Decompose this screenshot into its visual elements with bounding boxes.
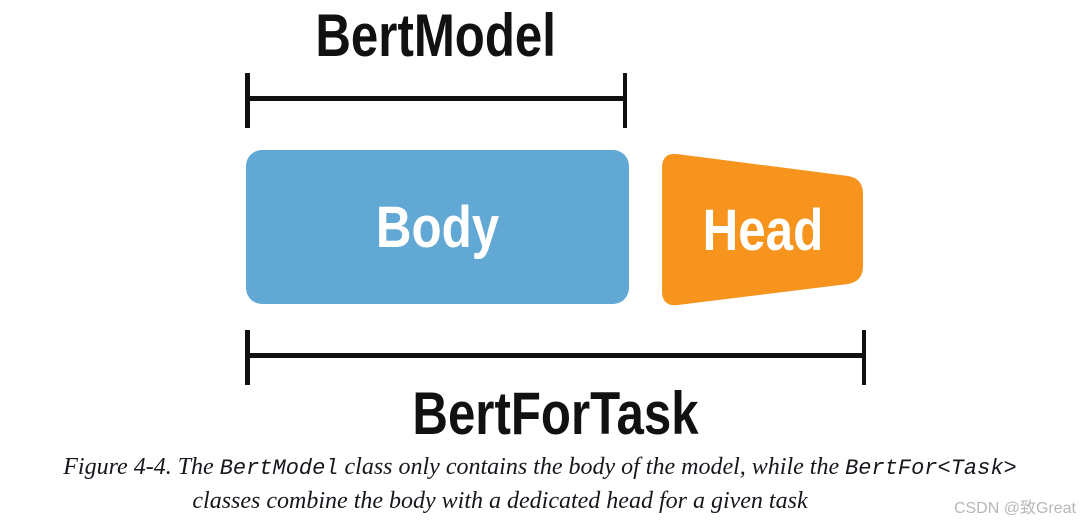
figure-caption: Figure 4-4. The BertModel class only con… xyxy=(0,451,1080,517)
bertfortask-label-text: BertForTask xyxy=(412,379,699,447)
bertmodel-label: BertModel xyxy=(245,2,627,69)
body-box: Body xyxy=(246,150,629,304)
bracket-line xyxy=(247,353,864,358)
bertmodel-span-bracket xyxy=(245,73,627,128)
caption-code-bertfortask: BertFor<Task> xyxy=(845,456,1017,481)
head-shape: Head xyxy=(655,145,870,315)
bracket-tick-right xyxy=(861,330,866,385)
bertfortask-span-bracket xyxy=(245,330,866,385)
bracket-tick-right xyxy=(622,73,627,128)
caption-line-2: classes combine the body with a dedicate… xyxy=(192,488,808,514)
caption-prefix: Figure 4-4. The xyxy=(63,454,220,480)
caption-code-bertmodel: BertModel xyxy=(219,456,339,481)
head-trapezoid-path xyxy=(662,153,863,306)
bracket-tick-left xyxy=(245,330,250,385)
caption-middle: class only contains the body of the mode… xyxy=(338,454,846,480)
head-label-wrap: Head xyxy=(655,145,870,315)
bracket-line xyxy=(247,96,625,101)
csdn-watermark: CSDN @致Great xyxy=(953,500,1076,517)
bertmodel-label-text: BertModel xyxy=(315,1,557,69)
body-box-label: Body xyxy=(375,194,500,260)
bertfortask-label: BertForTask xyxy=(245,380,866,447)
head-trapezoid-svg xyxy=(662,153,863,306)
bracket-tick-left xyxy=(245,73,250,128)
head-label: Head xyxy=(702,197,823,263)
caption-line-1: Figure 4-4. The BertModel class only con… xyxy=(0,451,1080,485)
